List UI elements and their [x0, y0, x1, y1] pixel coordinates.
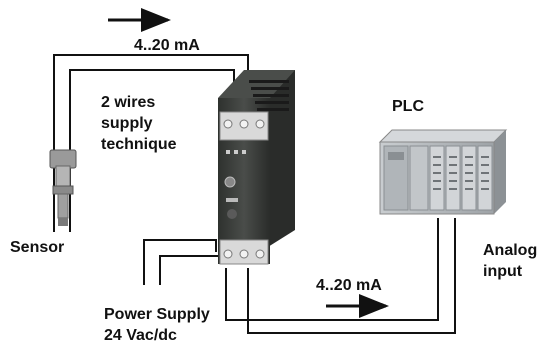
sensor-icon	[49, 149, 77, 226]
two-wire-technique-label: 2 wires supply technique	[101, 92, 177, 155]
plc-icon	[378, 129, 508, 215]
power-line-2: 24 Vac/dc	[104, 327, 177, 344]
two-wire-line-1: 2 wires	[101, 94, 156, 111]
two-wire-line-2: supply	[101, 115, 153, 132]
plc-label: PLC	[392, 98, 424, 115]
sensor-label: Sensor	[10, 239, 65, 256]
power-supply-label: Power Supply 24 Vac/dc	[104, 304, 210, 346]
power-line-1: Power Supply	[104, 306, 210, 323]
signal-converter-icon	[218, 70, 295, 265]
analog-line-2: input	[483, 263, 523, 280]
analog-line-1: Analog	[483, 242, 538, 259]
two-wire-line-3: technique	[101, 136, 177, 153]
current-label-top: 4..20 mA	[134, 37, 200, 54]
current-label-bottom: 4..20 mA	[316, 277, 382, 294]
power-supply-wires	[143, 239, 223, 285]
output-loop-wires	[225, 218, 456, 334]
analog-input-label: Analog input	[483, 240, 537, 282]
